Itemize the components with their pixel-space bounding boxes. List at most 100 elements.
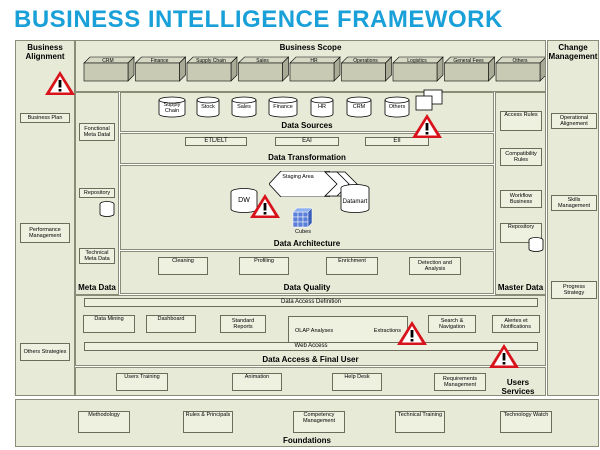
meta-repository-box[interactable]: Repository — [79, 188, 115, 198]
methodology-box[interactable]: Methodology — [78, 411, 130, 433]
data-source-label: CRM — [353, 104, 366, 110]
data-quality-panel: Cleaning Profiling Enrichment Detection … — [120, 251, 494, 294]
dw-database-icon — [230, 188, 258, 213]
foundations-header: Foundations — [283, 436, 331, 445]
scope-block-label: Supply Chain — [196, 58, 226, 64]
requirements-management-box[interactable]: Requirements Management — [434, 373, 486, 391]
technical-meta-data-box[interactable]: Technical Meta Data — [79, 248, 115, 264]
fonctional-meta-data-box[interactable]: Fonctional Meta Datal — [79, 123, 115, 141]
business-plan-box[interactable]: Business Plan — [20, 113, 70, 123]
operational-alignement-box[interactable]: Operational Alignement — [551, 113, 597, 129]
help-desk-box[interactable]: Help Desk — [332, 373, 382, 391]
data-source-label: Supply — [164, 102, 181, 108]
cleaning-box[interactable]: Cleaning — [158, 257, 208, 275]
data-access-panel: Data Access Definition Data Mining Dashb… — [75, 295, 546, 366]
scope-block-sales[interactable]: Sales — [237, 56, 290, 82]
meta-data-header: Meta Data — [78, 283, 116, 292]
warning-icon — [411, 113, 443, 139]
data-sources-header: Data Sources — [281, 121, 333, 130]
scope-block-supply-chain[interactable]: Supply Chain — [186, 56, 238, 82]
scope-block-label: Logistics — [407, 58, 427, 64]
access-rules-box[interactable]: Access Rules — [500, 111, 542, 131]
scope-block-general-fees[interactable]: General Fees — [443, 56, 496, 82]
workflow-business-box[interactable]: Workflow Business — [500, 190, 542, 208]
master-data-panel: Access Rules Compatibility Rules Workflo… — [495, 92, 546, 295]
cube-icon — [292, 207, 313, 228]
detection-analysis-box[interactable]: Detection and Analysis — [409, 257, 461, 275]
rules-principals-box[interactable]: Rules & Principals — [183, 411, 233, 433]
warning-icon — [249, 193, 281, 219]
scope-block-logistics[interactable]: Logistics — [392, 56, 444, 82]
data-access-definition-bar[interactable]: Data Access Definition — [84, 298, 538, 307]
eii-box[interactable]: EII — [365, 137, 429, 146]
datamart-database-icon — [340, 184, 370, 213]
etl-elt-box[interactable]: ETL/ELT — [185, 137, 247, 146]
scope-block-others[interactable]: Others — [495, 56, 545, 82]
scope-block-hr[interactable]: HR — [289, 56, 341, 82]
business-alignment-header-line2: Alignment — [25, 52, 65, 61]
compatibility-rules-box[interactable]: Compatibility Rules — [500, 148, 542, 166]
profiling-box[interactable]: Profiling — [239, 257, 289, 275]
progress-strategy-box[interactable]: Progress Strategy — [551, 281, 597, 299]
change-management-header-line2: Management — [548, 52, 598, 61]
business-scope-header: Business Scope — [279, 43, 342, 52]
technology-watch-box[interactable]: Technology Watch — [500, 411, 552, 433]
data-architecture-header: Data Architecture — [273, 239, 341, 248]
scope-block-finance[interactable]: Finance — [134, 56, 187, 82]
warning-icon — [488, 343, 520, 369]
enrichment-box[interactable]: Enrichment — [326, 257, 378, 275]
cubes-label: Cubes — [295, 229, 311, 235]
business-alignment-header-line1: Business — [27, 43, 63, 52]
data-source-label: Others — [389, 104, 406, 110]
standard-reports-box[interactable]: Standard Reports — [220, 315, 266, 333]
dashboard-box[interactable]: Dashboard — [146, 315, 196, 333]
search-navigation-box[interactable]: Search & Navigation — [428, 315, 476, 333]
skills-management-box[interactable]: Skills Management — [551, 195, 597, 211]
eai-box[interactable]: EAI — [275, 137, 339, 146]
warning-icon — [44, 70, 76, 96]
change-management-panel: Change Management Operational Alignement… — [547, 40, 599, 396]
scope-block-crm[interactable]: CRM — [83, 56, 135, 82]
database-icon[interactable]: HR — [310, 96, 334, 118]
database-icon[interactable]: Stock — [196, 96, 220, 118]
business-alignment-panel: Business Alignment Business Plan Perform… — [15, 40, 75, 396]
change-management-header: Change Management — [548, 43, 598, 61]
database-icon[interactable]: Sales — [231, 96, 257, 118]
extractions-label: Extractions — [373, 328, 401, 334]
olap-analyses-label: OLAP Analyses — [295, 328, 334, 334]
scope-block-label: Sales — [256, 58, 269, 64]
others-strategies-box[interactable]: Others Strategies — [20, 343, 70, 361]
database-icon[interactable]: Finance — [268, 96, 298, 118]
data-source-label: Sales — [237, 104, 251, 110]
web-access-bar[interactable]: Web Access — [84, 342, 538, 351]
business-scope-panel: Business Scope CRM Finance Supply Chain Sal… — [75, 40, 546, 92]
scope-block-label: Operations — [353, 58, 378, 64]
staging-area-label: Staging Area — [282, 174, 314, 180]
document-icon — [415, 89, 443, 111]
meta-data-panel: Fonctional Meta Datal Repository Technic… — [75, 92, 119, 295]
data-transformation-header: Data Transformation — [268, 153, 346, 162]
performance-management-box[interactable]: Performance Management — [20, 223, 70, 243]
database-icon[interactable]: CRM — [346, 96, 372, 118]
competency-management-box[interactable]: Competency Management — [293, 411, 345, 433]
scope-block-label: CRM — [102, 58, 113, 64]
scope-block-label: Finance — [151, 58, 169, 64]
users-training-box[interactable]: Users Training — [116, 373, 168, 391]
data-mining-box[interactable]: Data Mining — [83, 315, 135, 333]
users-services-panel: Users Training Animation Help Desk Requi… — [75, 367, 546, 396]
database-icon — [528, 237, 544, 252]
data-quality-header: Data Quality — [283, 283, 331, 292]
alertes-notifications-box[interactable]: Alertes et Notifications — [492, 315, 540, 333]
animation-box[interactable]: Animation — [232, 373, 282, 391]
olap-extractions-box[interactable]: OLAP Analyses Extractions — [288, 316, 408, 346]
scope-block-operations[interactable]: Operations — [340, 56, 393, 82]
scope-block-label: General Fees — [453, 58, 484, 64]
page-title: BUSINESS INTELLIGENCE FRAMEWORK — [14, 6, 503, 33]
data-transformation-panel: ETL/ELT EAI EII Data Transformation — [120, 133, 494, 164]
scope-block-label: HR — [310, 58, 318, 64]
foundations-panel: Methodology Rules & Principals Competenc… — [15, 399, 599, 447]
technical-training-box[interactable]: Technical Training — [395, 411, 445, 433]
dw-label: DW — [238, 197, 250, 204]
database-icon[interactable]: Others — [384, 96, 410, 118]
